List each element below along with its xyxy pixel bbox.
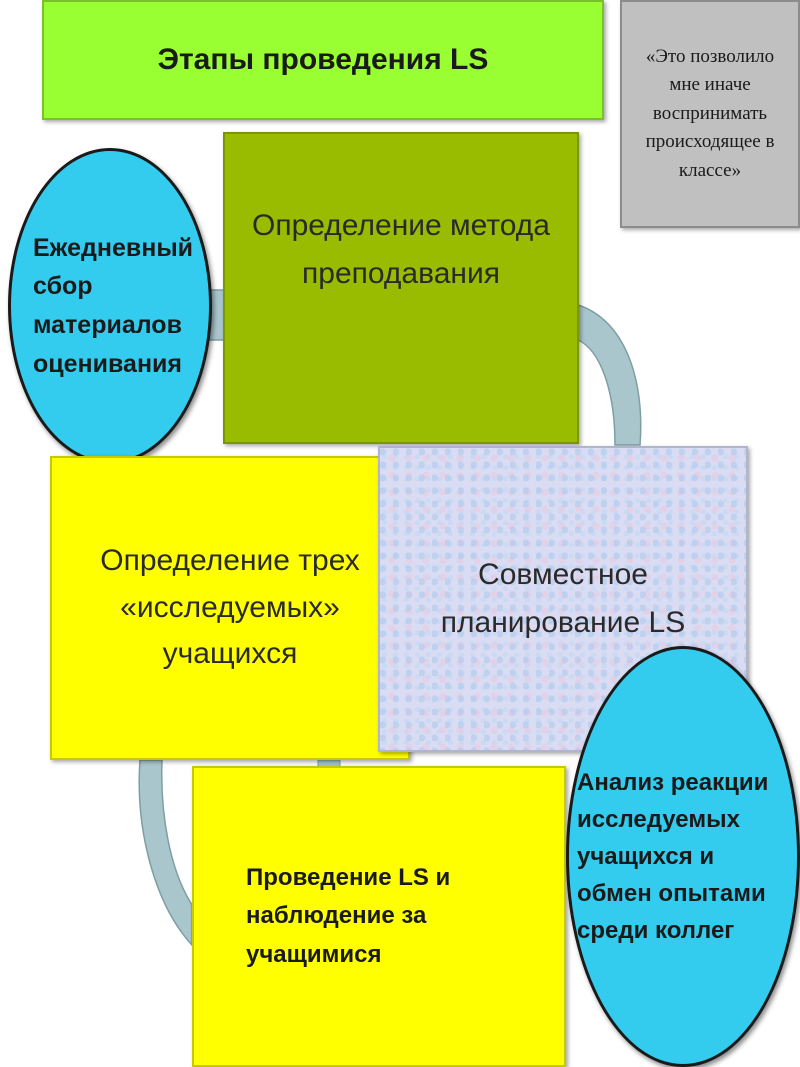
stage-conduct-observation: Проведение LS и наблюдение за учащимися	[192, 766, 566, 1067]
stage-three-students-label: Определение трех «исследуемых» учащихся	[100, 544, 360, 671]
stage-method: Определение метода преподавания	[223, 132, 579, 444]
diagram-title: Этапы проведения LS	[157, 43, 489, 76]
stage-three-students: Определение трех «исследуемых» учащихся	[50, 456, 410, 760]
stage-daily-collection-label: Ежедневный сбор материалов оценивания	[33, 233, 194, 378]
stage-joint-planning-label: Совместное планирование LS	[440, 558, 686, 639]
arrow-three-to-conduct	[138, 759, 193, 947]
arrow-method-to-planning	[577, 303, 642, 446]
stage-daily-collection: Ежедневный сбор материалов оценивания	[8, 148, 212, 464]
quote-text: «Это позволило мне иначе воспринимать пр…	[645, 45, 775, 181]
stage-analysis: Анализ реакции исследуемых учащихся и об…	[566, 646, 800, 1067]
stage-conduct-observation-label: Проведение LS и наблюдение за учащимися	[246, 863, 451, 968]
title-banner: Этапы проведения LS	[42, 0, 604, 120]
stage-method-label: Определение метода преподавания	[252, 209, 550, 290]
stage-analysis-label: Анализ реакции исследуемых учащихся и об…	[577, 768, 769, 945]
quote-box: «Это позволило мне иначе воспринимать пр…	[620, 0, 800, 228]
stage-joint-planning: Совместное планирование LS	[378, 446, 748, 752]
